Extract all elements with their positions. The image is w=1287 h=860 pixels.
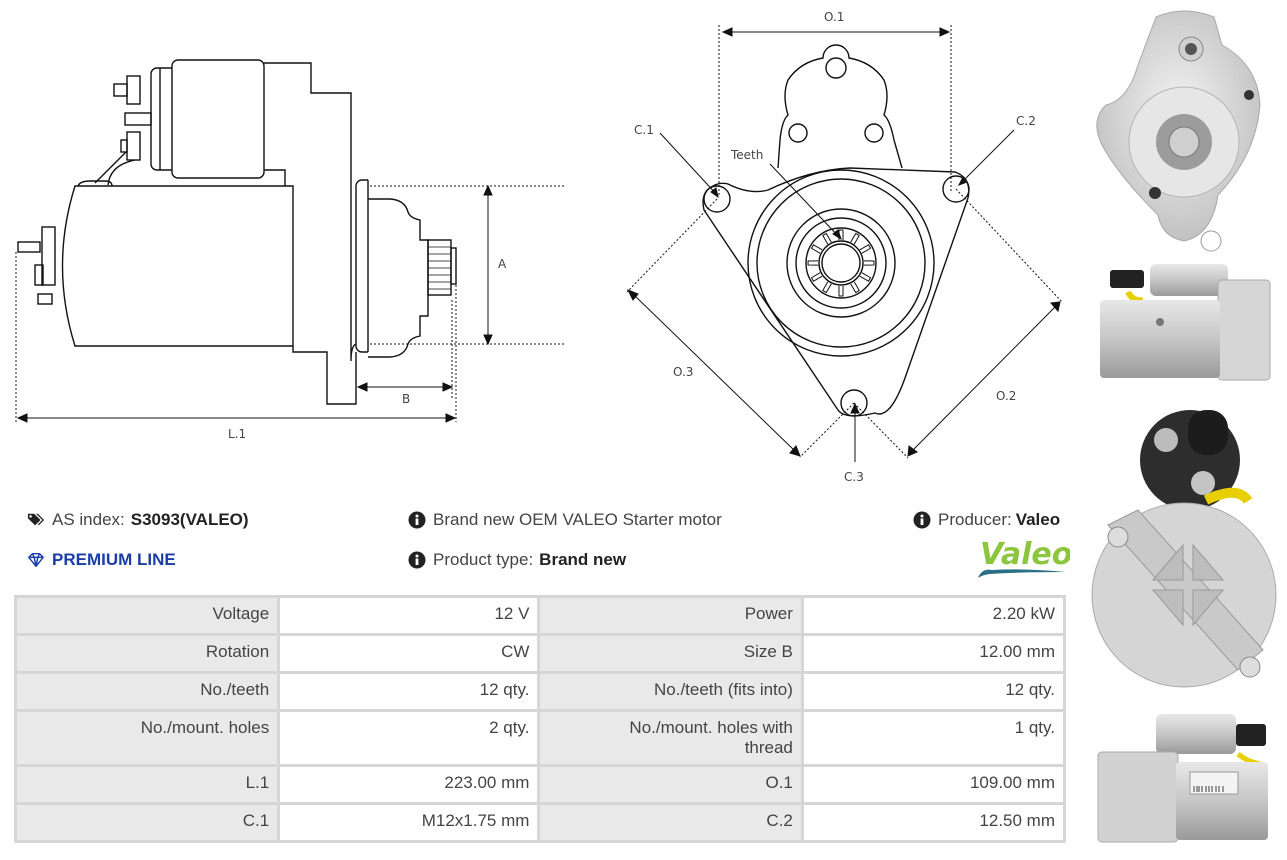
- pinion-shaft: [818, 240, 864, 286]
- spec-label: No./mount. holes: [13, 709, 281, 767]
- mount-hole-c2: [942, 175, 970, 203]
- spec-label: C.2: [537, 802, 804, 843]
- pinion-tooth: [859, 244, 872, 254]
- valeo-swoosh: [978, 569, 1066, 578]
- product-type-label: Product type:: [433, 550, 534, 569]
- info-icon: [913, 511, 931, 529]
- tags-icon: [27, 513, 45, 526]
- side-photo-right[interactable]: [1088, 712, 1278, 852]
- as-index: AS index: S3093(VALEO): [27, 510, 249, 530]
- front-view-diagram: O.1 C.1 C.2 Teeth O.3 O.2 C.3: [626, 10, 1063, 484]
- spec-label: Power: [537, 595, 804, 636]
- info-icon: [408, 551, 426, 569]
- dim-label-c3: C.3: [844, 470, 864, 484]
- spec-value: 2.20 kW: [800, 595, 1067, 636]
- producer: Producer: Valeo: [913, 510, 1060, 530]
- pinion-tooth: [822, 281, 832, 294]
- dim-label-l1: L.1: [228, 427, 246, 441]
- spec-label: L.1: [13, 764, 281, 805]
- product-type-value: Brand new: [539, 550, 627, 569]
- spec-label: O.1: [537, 764, 804, 805]
- pinion-tooth: [859, 272, 872, 282]
- spec-value: 12.00 mm: [800, 633, 1067, 674]
- as-index-label: AS index:: [52, 510, 125, 529]
- spec-value: M12x1.75 mm: [277, 802, 541, 843]
- pinion-teeth: [807, 229, 875, 297]
- spec-label: Voltage: [13, 595, 281, 636]
- mount-hole-c1: [703, 185, 731, 213]
- pinion-tooth: [838, 285, 844, 297]
- spec-value: 1 qty.: [800, 709, 1067, 767]
- dim-label-c2: C.2: [1016, 114, 1036, 128]
- producer-label: Producer:: [938, 510, 1012, 529]
- rear-end-photo[interactable]: [1088, 405, 1278, 705]
- description: Brand new OEM VALEO Starter motor: [408, 510, 722, 530]
- dim-label-c1: C.1: [634, 123, 654, 137]
- side-photo-left[interactable]: [1088, 262, 1278, 397]
- spec-value: 12 qty.: [277, 671, 541, 712]
- side-view-diagram: A B L.1: [15, 59, 565, 441]
- spec-label: C.1: [13, 802, 281, 843]
- dim-label-teeth: Teeth: [730, 148, 763, 162]
- solenoid-body: [171, 59, 265, 179]
- pinion-tooth: [807, 260, 819, 266]
- pinion-tooth: [810, 244, 823, 254]
- spec-value: 12.50 mm: [800, 802, 1067, 843]
- spec-value: 12 qty.: [800, 671, 1067, 712]
- spec-value: CW: [277, 633, 541, 674]
- spec-value: 2 qty.: [277, 709, 541, 767]
- mount-hole-c3: [840, 389, 868, 417]
- premium-line-badge: PREMIUM LINE: [27, 550, 176, 570]
- as-index-value: S3093(VALEO): [130, 510, 249, 529]
- dim-label-a: A: [498, 257, 507, 271]
- pinion-tooth: [863, 260, 875, 266]
- valeo-logo: Valeo: [978, 537, 1070, 578]
- spec-value: 223.00 mm: [277, 764, 541, 805]
- motor-body: [61, 185, 294, 347]
- dim-label-b: B: [402, 392, 410, 406]
- producer-value: Valeo: [1015, 510, 1061, 529]
- spec-label: No./teeth: [13, 671, 281, 712]
- dim-label-o1: O.1: [824, 10, 844, 24]
- spec-value: 12 V: [277, 595, 541, 636]
- product-type: Product type: Brand new: [408, 550, 626, 570]
- spec-label: No./teeth (fits into): [537, 671, 804, 712]
- valeo-logo-text: Valeo: [980, 537, 1070, 572]
- pinion-tooth: [850, 232, 860, 245]
- front-flange-photo[interactable]: [1088, 5, 1278, 255]
- spec-value: 109.00 mm: [800, 764, 1067, 805]
- pinion-tooth: [810, 272, 823, 282]
- description-text: Brand new OEM VALEO Starter motor: [433, 510, 722, 529]
- info-icon: [408, 511, 426, 529]
- pinion-tooth: [850, 281, 860, 294]
- dim-label-o3: O.3: [673, 365, 693, 379]
- spec-label: Rotation: [13, 633, 281, 674]
- diamond-icon: [28, 552, 44, 568]
- spec-label: Size B: [537, 633, 804, 674]
- premium-line-label: PREMIUM LINE: [52, 550, 176, 569]
- pinion-gear: [427, 239, 452, 296]
- dim-label-o2: O.2: [996, 389, 1016, 403]
- spec-label: No./mount. holes with thread: [537, 709, 804, 767]
- pinion-tooth: [822, 232, 832, 245]
